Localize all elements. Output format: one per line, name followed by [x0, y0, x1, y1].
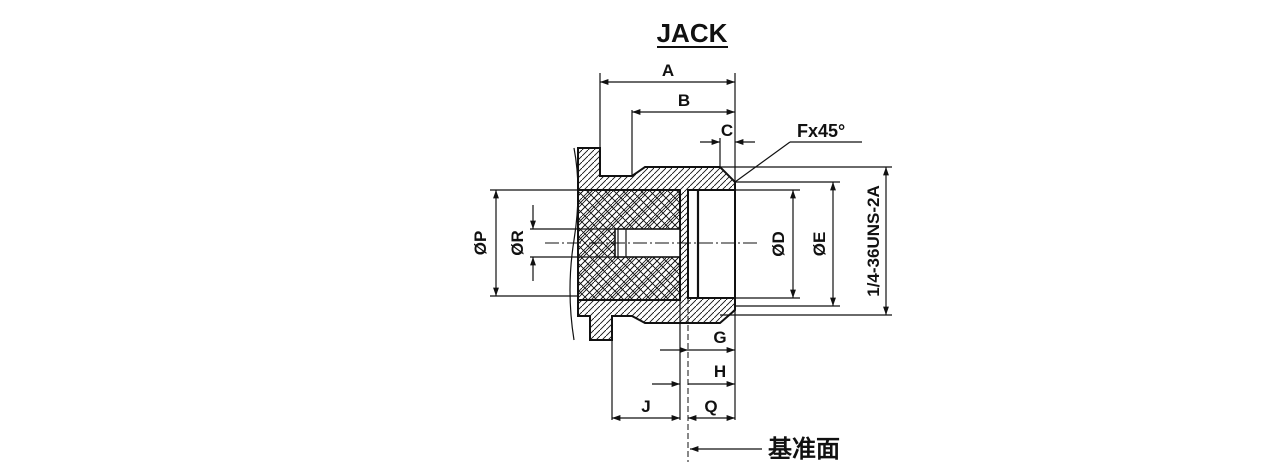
label-chamfer: Fx45°: [797, 121, 845, 141]
label-j: J: [641, 397, 650, 416]
label-a: A: [662, 61, 674, 80]
label-d: ØD: [769, 231, 788, 257]
label-reference-plane: 基准面: [768, 436, 840, 463]
label-b: B: [678, 91, 690, 110]
break-line: [569, 147, 579, 341]
inner-bore: [687, 189, 736, 299]
label-g: G: [713, 328, 726, 347]
chamfer-leader: [734, 141, 791, 183]
label-r: ØR: [508, 230, 527, 256]
label-e: ØE: [810, 232, 829, 257]
label-thread: 1/4-36UNS-2A: [864, 185, 883, 297]
label-p: ØP: [471, 231, 490, 256]
label-c: C: [721, 121, 733, 140]
drawing-title: JACK: [657, 18, 728, 48]
label-h: H: [714, 362, 726, 381]
label-q: Q: [704, 397, 717, 416]
